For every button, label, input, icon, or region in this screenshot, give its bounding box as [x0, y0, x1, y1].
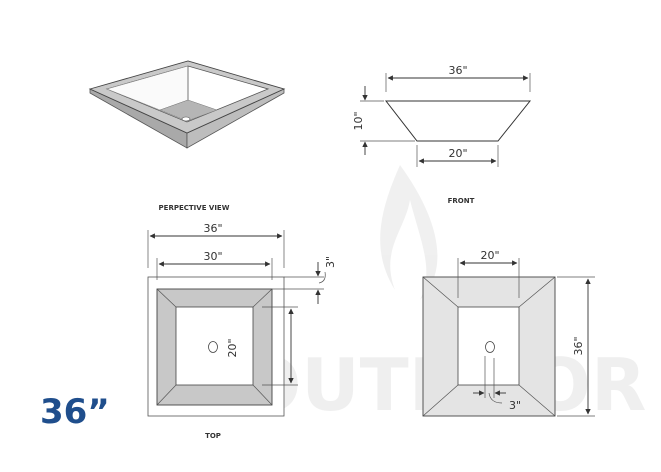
top-view	[147, 230, 326, 417]
top-rim: 3"	[324, 256, 337, 268]
drain-icon	[208, 341, 218, 353]
front-view	[360, 73, 532, 167]
drain-icon	[485, 341, 495, 353]
front-bottom-width: 20"	[448, 147, 467, 160]
caption-front: FRONT	[448, 197, 475, 205]
drain-icon	[181, 116, 191, 122]
caption-top: TOP	[205, 432, 221, 440]
top-basin-20: 20"	[226, 338, 239, 357]
size-label: 36”	[40, 392, 110, 432]
top-inner-width: 30"	[203, 250, 222, 263]
side-height: 36"	[572, 336, 585, 355]
caption-perspective: PERPECTIVE VIEW	[159, 204, 230, 212]
side-drain-offset: 3"	[509, 399, 521, 412]
front-top-width: 36"	[448, 64, 467, 77]
perspective-view	[88, 60, 286, 149]
front-height: 10"	[352, 111, 365, 130]
side-view	[422, 258, 595, 417]
top-outer-width: 36"	[203, 222, 222, 235]
side-width: 20"	[480, 249, 499, 262]
